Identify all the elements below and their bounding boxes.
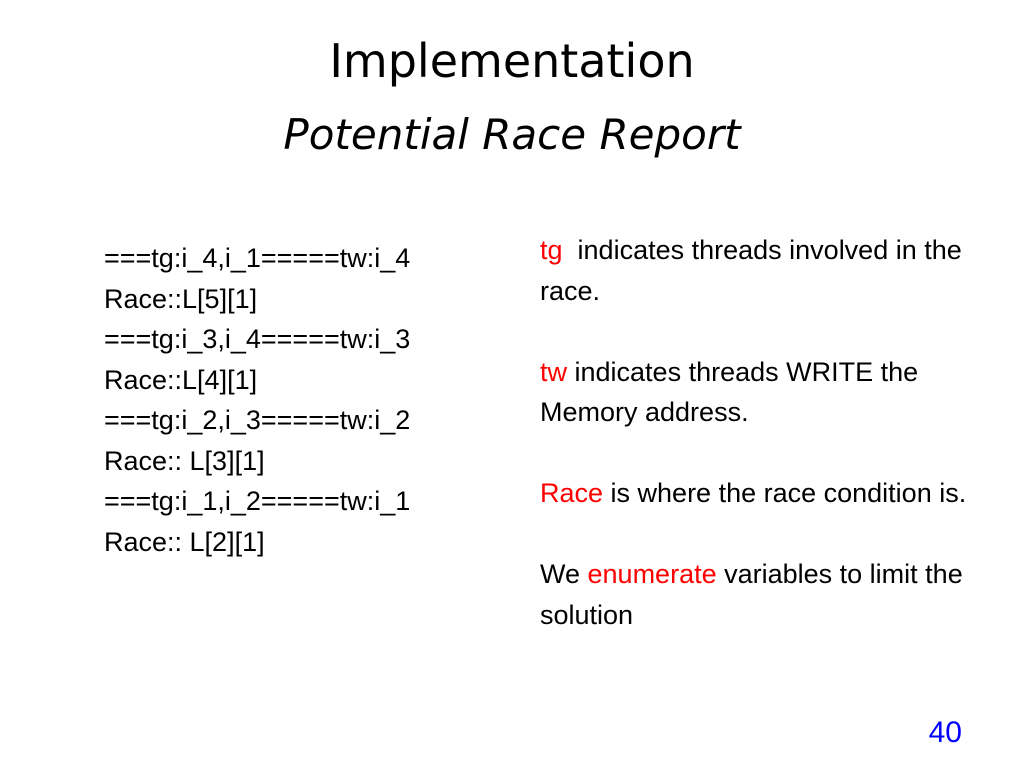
note-enumerate: We enumerate variables to limit the solu… (540, 554, 1000, 635)
slide-title: Implementation (329, 34, 695, 88)
report-line: Race::L[4][1] (104, 364, 258, 395)
note-text-race: is where the race condition is. (603, 478, 967, 508)
note-before-enumerate: We (540, 559, 588, 589)
note-term-enumerate: enumerate (587, 559, 717, 589)
note-tg: tg indicates threads involved in the rac… (540, 230, 1000, 311)
explanation-notes: tg indicates threads involved in the rac… (540, 230, 1000, 635)
report-line: ===tg:i_4,i_1=====tw:i_4 (104, 243, 411, 273)
note-tw: tw indicates threads WRITE the Memory ad… (540, 352, 1000, 433)
report-line: Race::L[5][1] (104, 283, 258, 314)
note-term-tw: tw (540, 356, 567, 387)
report-line: ===tg:i_2,i_3=====tw:i_2 (104, 405, 411, 435)
slide-number: 40 (928, 716, 962, 749)
race-report-list: ===tg:i_4,i_1=====tw:i_4 Race::L[5][1] =… (104, 238, 514, 562)
note-after-enumerate: variables to limit the solution (540, 559, 963, 630)
note-text-tw: indicates threads WRITE the Memory addre… (540, 356, 919, 428)
report-line: ===tg:i_1,i_2=====tw:i_1 (104, 486, 411, 516)
note-term-race: Race (540, 478, 604, 508)
note-text-tg: indicates threads involved in the race. (540, 235, 970, 306)
slide-subtitle: Potential Race Report (283, 110, 741, 159)
note-race: Race is where the race condition is. (540, 473, 1000, 514)
note-term-tg: tg (540, 235, 563, 265)
report-line: ===tg:i_3,i_4=====tw:i_3 (104, 324, 411, 354)
report-line: Race:: L[3][1] (104, 445, 265, 476)
report-line: Race:: L[2][1] (104, 526, 265, 557)
